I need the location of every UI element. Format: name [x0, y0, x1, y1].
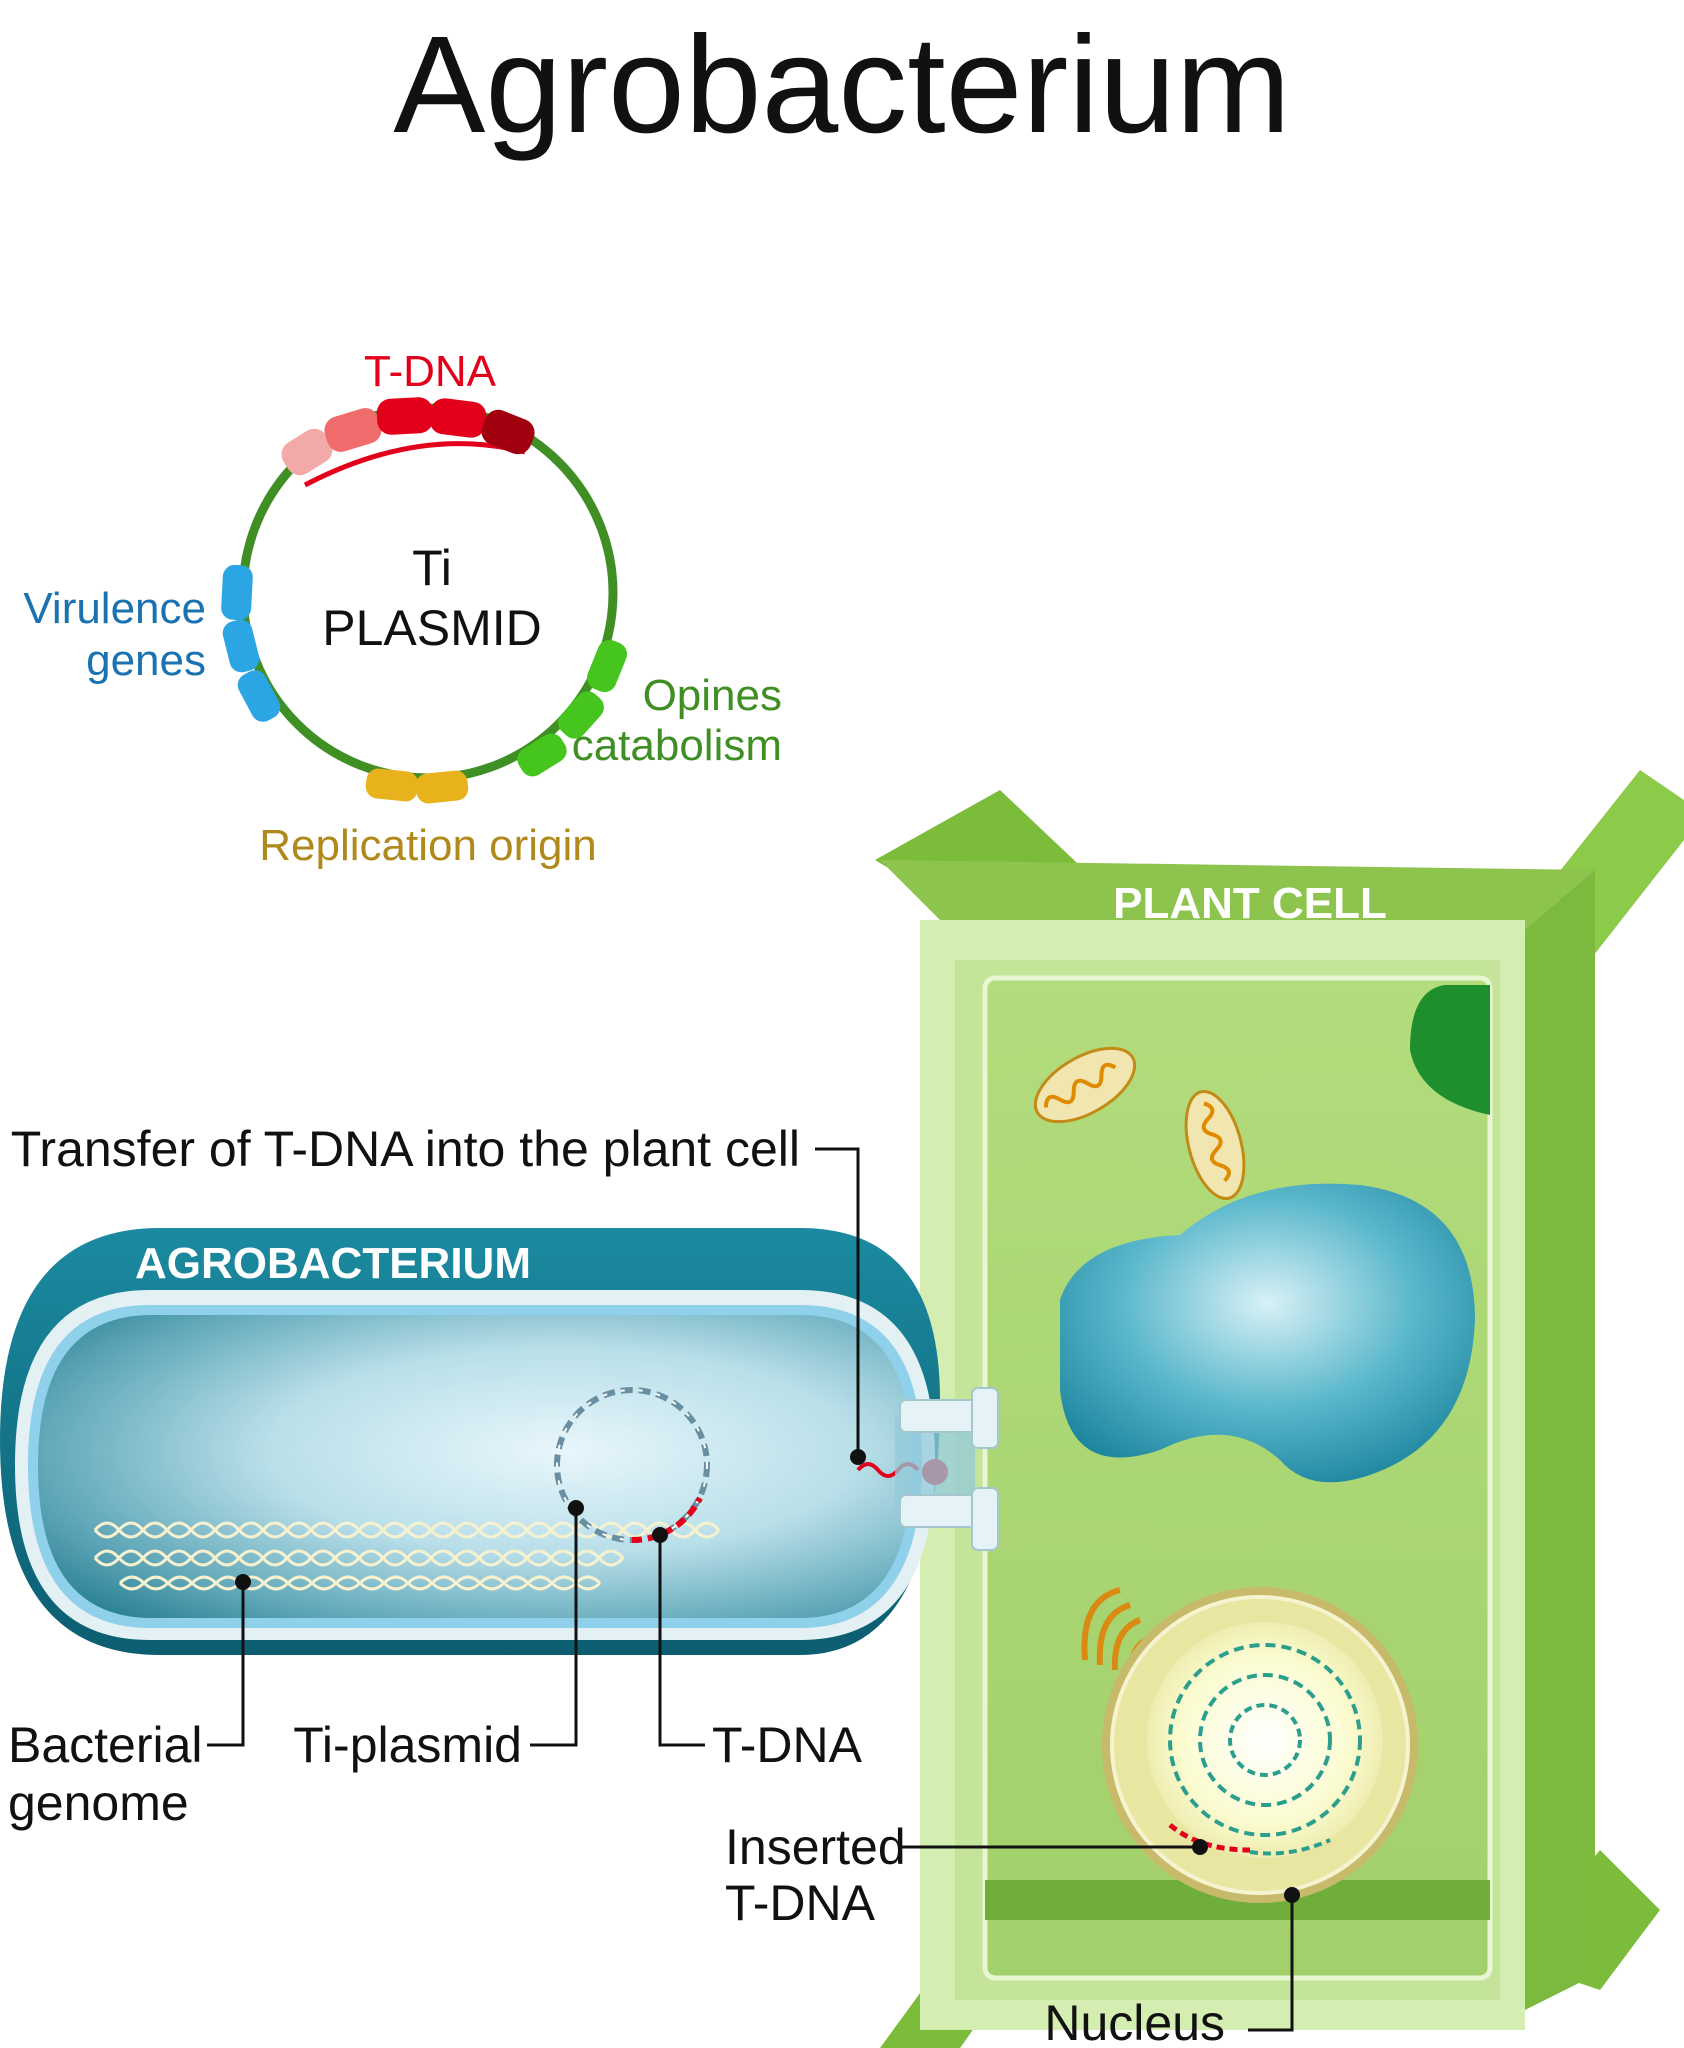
agrobacterium-cell: AGROBACTERIUM — [0, 1228, 948, 1655]
mitochondrion — [1033, 1046, 1137, 1124]
transfer-channel — [895, 1387, 999, 1551]
plant-cell-label: PLANT CELL — [1113, 879, 1387, 928]
virulence-label-line2: genes — [86, 636, 206, 685]
ti-plasmid-dna — [554, 1387, 710, 1544]
ti-plasmid-map: Ti PLASMID T-DNA Virulence genes Opines … — [23, 347, 782, 870]
opines-segments — [517, 639, 628, 777]
agrobacterium-label: AGROBACTERIUM — [135, 1239, 531, 1288]
bacterial-genome-label-line1: Bacterial — [8, 1717, 203, 1773]
plant-cell: PLANT CELL — [875, 770, 1684, 2048]
page-title: Agrobacterium — [393, 8, 1290, 162]
plasmid-name-line1: Ti — [412, 540, 452, 596]
nucleus-label: Nucleus — [1044, 1995, 1225, 2048]
transfer-label: Transfer of T-DNA into the plant cell — [11, 1121, 800, 1177]
ti-plasmid-label: Ti-plasmid — [293, 1717, 522, 1773]
inserted-tdna-label-line2: T-DNA — [725, 1875, 876, 1931]
mitochondrion — [1184, 1089, 1246, 1201]
replication-label: Replication origin — [259, 821, 597, 870]
leader-lines — [207, 1147, 1294, 2032]
nucleus — [1102, 1587, 1418, 1903]
virulence-label-line1: Virulence — [23, 584, 206, 633]
virulence-segments — [221, 564, 281, 722]
plasmid-name-line2: PLASMID — [322, 600, 542, 656]
vacuole — [1060, 1183, 1475, 1483]
tdna-label: T-DNA — [712, 1717, 863, 1773]
inserted-tdna-label-line1: Inserted — [725, 1819, 906, 1875]
bacterial-genome-label-line2: genome — [8, 1775, 189, 1831]
replication-segments — [365, 768, 469, 804]
tdna-region-label: T-DNA — [364, 347, 497, 396]
opines-label-line2: catabolism — [572, 721, 782, 770]
tdna-segments — [281, 397, 535, 476]
leader-dots — [235, 1449, 1300, 1903]
opines-label-line1: Opines — [643, 671, 782, 720]
